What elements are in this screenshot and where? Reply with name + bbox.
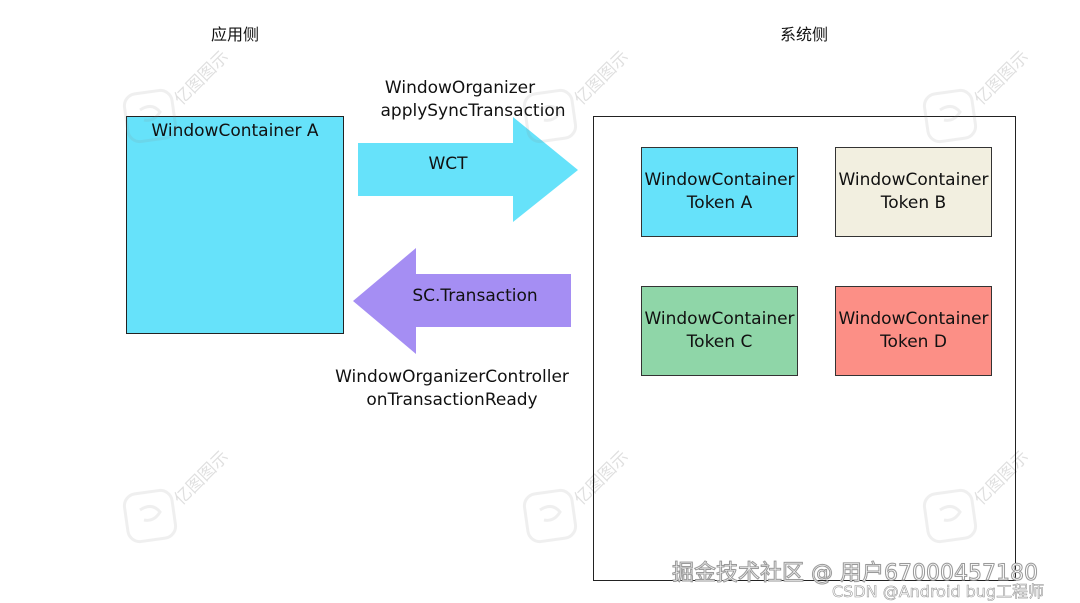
window-container-a-box <box>126 116 344 334</box>
sc-transaction-label: SC.Transaction <box>412 286 538 306</box>
sc-transaction-arrow <box>353 248 571 354</box>
window-container-a-label: WindowContainer A <box>151 121 319 141</box>
window-container-token-d: WindowContainer Token D <box>835 286 992 376</box>
token-c-line1: WindowContainer <box>644 309 795 329</box>
arrow-right-caption-line1: WindowOrganizer <box>384 78 536 98</box>
csdn-watermark: CSDN @Android bug工程师 <box>832 582 1045 602</box>
token-d-line2: Token D <box>880 332 947 352</box>
app-side-title: 应用侧 <box>211 25 260 44</box>
system-side-frame <box>593 116 1016 581</box>
window-container-token-c: WindowContainer Token C <box>641 286 798 376</box>
wct-label: WCT <box>428 154 468 174</box>
window-container-token-b: WindowContainer Token B <box>835 147 992 237</box>
juejin-watermark: 掘金技术社区 @ 用户67000457180 <box>672 561 1039 587</box>
system-side-title: 系统侧 <box>780 25 829 44</box>
window-container-token-a: WindowContainer Token A <box>641 147 798 237</box>
arrow-left-caption-line1: WindowOrganizerController <box>335 367 569 387</box>
arrow-left-caption-line2: onTransactionReady <box>366 390 538 410</box>
token-b-line2: Token B <box>880 193 947 213</box>
token-a-line2: Token A <box>686 193 753 213</box>
token-b-line1: WindowContainer <box>838 170 989 190</box>
token-a-line1: WindowContainer <box>644 170 795 190</box>
token-c-line2: Token C <box>686 332 753 352</box>
wct-arrow <box>358 117 578 222</box>
token-d-line1: WindowContainer <box>838 309 989 329</box>
arrow-right-caption-line2: applySyncTransaction <box>380 101 566 121</box>
